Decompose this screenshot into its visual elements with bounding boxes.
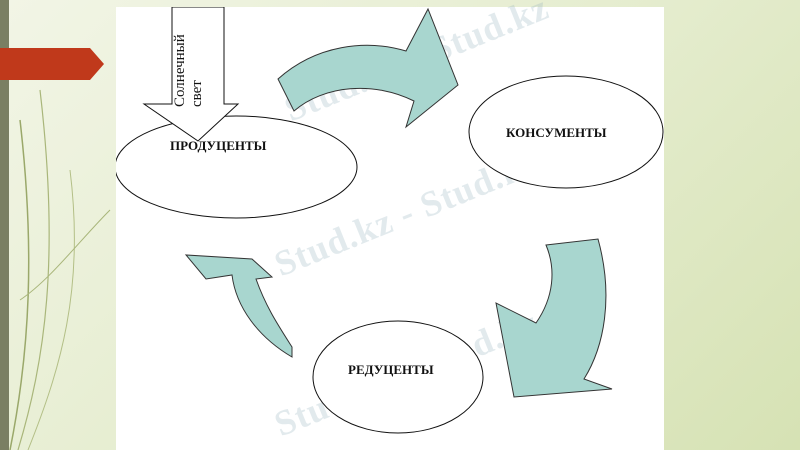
- left-accent-strip: [0, 0, 9, 450]
- consumers-node: [468, 75, 664, 189]
- decorative-vine-lines: [9, 89, 111, 450]
- cycle-arrow-left: [184, 254, 293, 358]
- producers-node: [116, 115, 358, 219]
- cycle-arrow-right: [495, 238, 613, 398]
- sunlight-label: Солнечный свет: [172, 34, 205, 107]
- consumers-label: КОНСУМЕНТЫ: [506, 125, 607, 140]
- decomposers-node: [312, 320, 484, 434]
- cycle-arrow-top: [277, 7, 459, 129]
- ecosystem-cycle-diagram: [116, 7, 664, 434]
- producers-label: ПРОДУЦЕНТЫ: [170, 138, 267, 153]
- title-marker-arrow: [0, 48, 104, 80]
- decomposers-label: РЕДУЦЕНТЫ: [348, 362, 434, 377]
- sunlight-arrow: [142, 7, 240, 142]
- diagram-card: Stud.kz - Stud.kz Stud.kz - Stud.kz Stud…: [116, 0, 664, 450]
